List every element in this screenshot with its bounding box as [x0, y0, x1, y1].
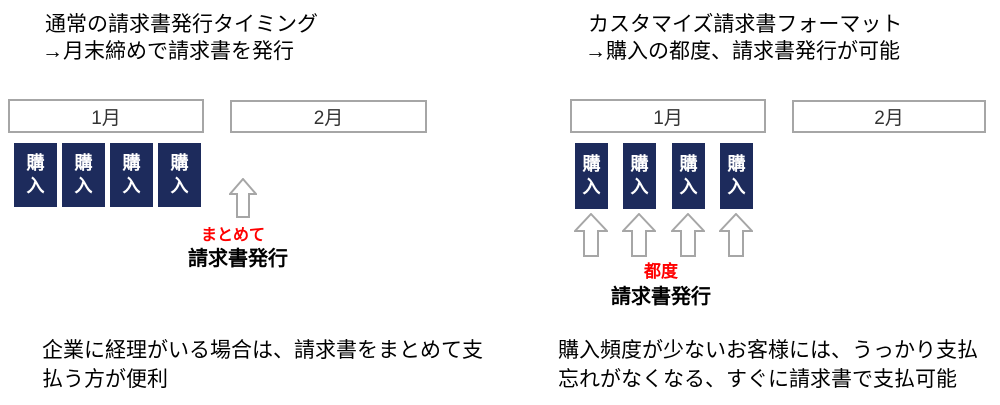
right-month-label-february: 2月	[874, 108, 904, 129]
up-arrow-icon	[229, 178, 257, 218]
left-purchase-box-4: 購入	[158, 143, 201, 207]
right-month-label-january: 1月	[653, 107, 683, 129]
right-arrow-label-black: 請求書発行	[611, 286, 711, 308]
left-description: 企業に経理がいる場合は、請求書をまとめて支 払う方が便利	[42, 336, 483, 394]
left-purchase-box-3: 購入	[110, 143, 153, 207]
up-arrow-icon	[719, 213, 753, 257]
right-arrow-label-red: 都度	[644, 262, 678, 281]
right-month-box-february: 2月	[792, 100, 986, 133]
right-purchase-box-2: 購入	[623, 143, 656, 209]
left-month-box-january: 1月	[8, 99, 204, 133]
right-panel: カスタマイズ請求書フォーマット →購入の都度、請求書発行が可能 1月 2月 購入…	[500, 0, 1000, 405]
left-panel-title-line1: 通常の請求書発行タイミング	[45, 13, 318, 36]
left-panel-title-line2: →月末締めで請求書を発行	[42, 40, 294, 63]
right-month-box-january: 1月	[570, 99, 766, 133]
purchase-label: 購入	[630, 154, 649, 197]
left-arrow-label-red: まとめて	[200, 227, 265, 244]
purchase-label: 購入	[727, 154, 746, 197]
purchase-label: 購入	[74, 153, 93, 196]
left-month-label-january: 1月	[91, 107, 121, 129]
left-month-label-february: 2月	[313, 108, 344, 129]
left-description-line1: 企業に経理がいる場合は、請求書をまとめて支	[42, 339, 483, 362]
left-panel: 通常の請求書発行タイミング →月末締めで請求書を発行 1月 2月 購入 購入 購…	[8, 13, 483, 394]
purchase-label: 購入	[122, 153, 141, 196]
purchase-label: 購入	[26, 153, 45, 196]
right-description-line2: 忘れがなくなる、すぐに請求書で支払可能	[558, 368, 957, 391]
right-description: 購入頻度が少ないお客様には、うっかり支払 忘れがなくなる、すぐに請求書で支払可能	[558, 336, 978, 394]
left-purchase-box-1: 購入	[14, 143, 57, 207]
right-description-line1: 購入頻度が少ないお客様には、うっかり支払	[558, 339, 978, 362]
left-description-line2: 払う方が便利	[42, 368, 168, 391]
up-arrow-icon	[622, 213, 656, 257]
right-panel-title-line2: →購入の都度、請求書発行が可能	[585, 40, 900, 63]
purchase-label: 購入	[582, 154, 601, 197]
left-purchase-box-2: 購入	[62, 143, 105, 207]
left-month-box-february: 2月	[230, 100, 427, 133]
purchase-label: 購入	[679, 154, 698, 197]
up-arrow-icon	[671, 213, 705, 257]
right-panel-title-line1: カスタマイズ請求書フォーマット	[588, 13, 903, 36]
right-purchase-box-4: 購入	[720, 143, 753, 209]
left-arrow-label-black: 請求書発行	[188, 248, 288, 270]
right-purchase-box-1: 購入	[575, 143, 608, 209]
right-purchase-box-3: 購入	[672, 143, 705, 209]
up-arrow-icon	[574, 213, 608, 257]
purchase-label: 購入	[170, 153, 189, 196]
